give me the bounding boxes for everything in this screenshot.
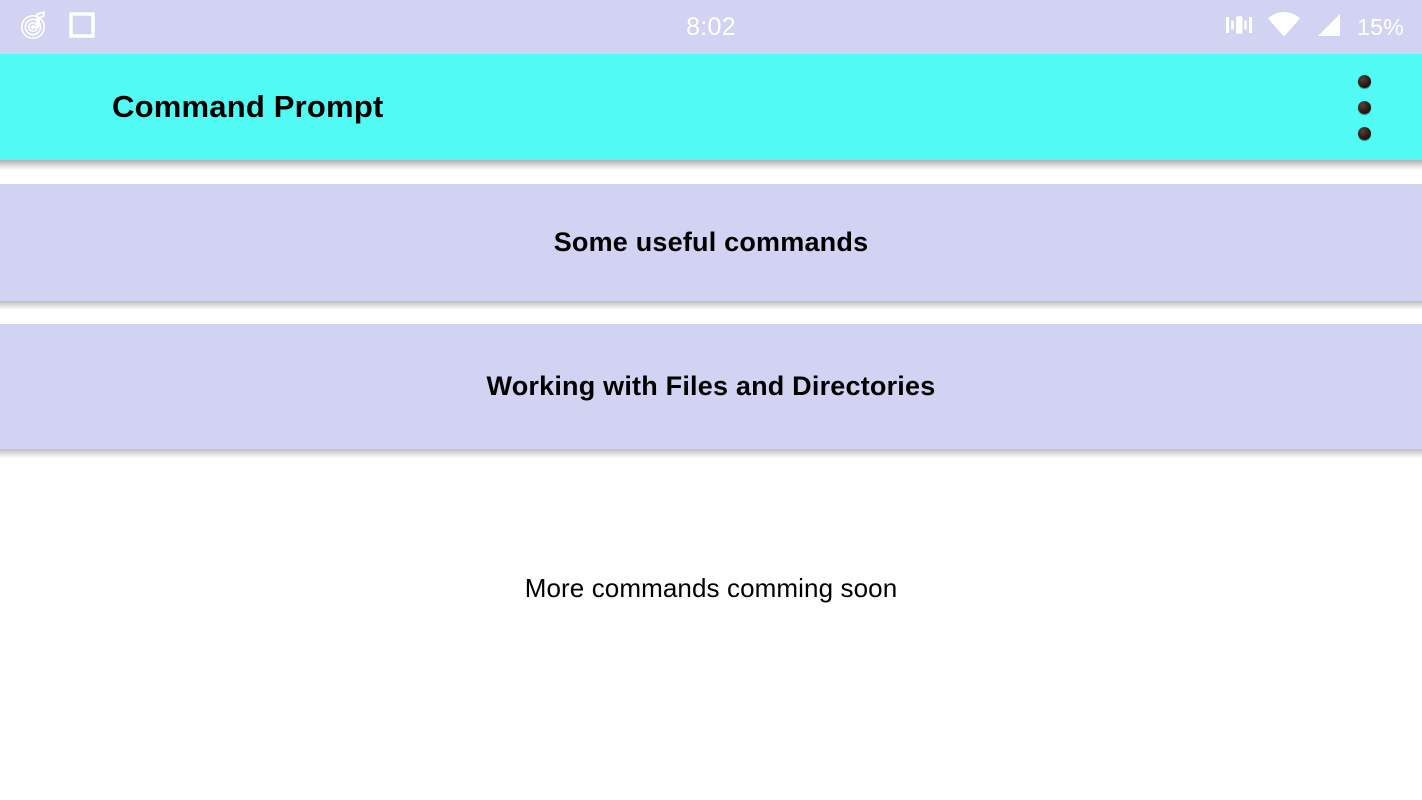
square-notification-icon xyxy=(68,11,96,44)
list-item-some-useful-commands-wrapper: Some useful commands xyxy=(0,184,1422,310)
wifi-icon xyxy=(1267,11,1301,43)
status-bar-system-icons: 15% xyxy=(1225,11,1422,43)
app-bar: Command Prompt xyxy=(0,54,1422,160)
overflow-menu-button[interactable] xyxy=(1344,54,1384,160)
vibrate-mode-icon xyxy=(1225,12,1253,43)
status-bar: 8:02 15% xyxy=(0,0,1422,54)
status-bar-clock: 8:02 xyxy=(686,12,736,41)
list-item-working-with-files-and-directories[interactable]: Working with Files and Directories xyxy=(0,324,1422,449)
battery-percentage: 15% xyxy=(1357,13,1404,40)
list-item-some-useful-commands[interactable]: Some useful commands xyxy=(0,184,1422,301)
music-notification-icon xyxy=(20,10,50,45)
status-bar-notification-icons xyxy=(0,10,96,45)
overflow-dot-icon xyxy=(1357,74,1371,88)
overflow-dot-icon xyxy=(1357,126,1371,140)
main-content: Some useful commands Working with Files … xyxy=(0,170,1422,800)
list-item-working-with-files-wrapper: Working with Files and Directories xyxy=(0,324,1422,458)
coming-soon-note: More commands comming soon xyxy=(524,573,898,603)
list-top-spacer xyxy=(0,170,1422,184)
list-item-shadow xyxy=(0,449,1422,458)
list-item-label: Some useful commands xyxy=(553,227,869,257)
page-title: Command Prompt xyxy=(112,89,384,124)
list-item-spacer xyxy=(0,310,1422,324)
app-bar-shadow xyxy=(0,160,1422,170)
list-item-shadow xyxy=(0,301,1422,310)
cellular-signal-icon xyxy=(1315,12,1343,43)
list-item-label: Working with Files and Directories xyxy=(486,371,936,401)
overflow-dot-icon xyxy=(1357,100,1371,114)
